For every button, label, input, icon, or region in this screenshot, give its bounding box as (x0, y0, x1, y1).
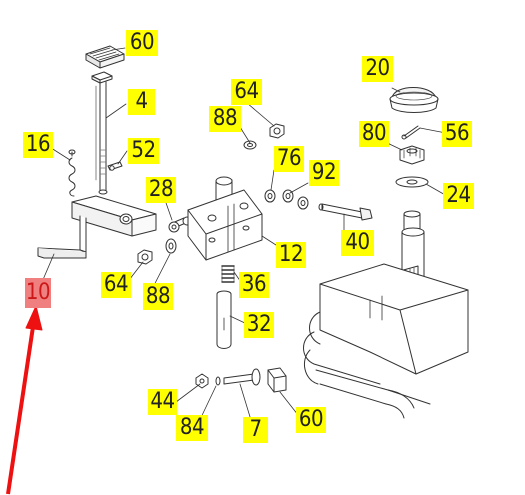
castle-nut-part (399, 145, 425, 165)
top-nut-part (269, 123, 285, 139)
callout-44: 44 (148, 389, 177, 415)
pin-part (107, 161, 123, 171)
top-washer-part (243, 140, 257, 150)
cotter-pin-part (401, 125, 421, 140)
callout-16: 16 (23, 132, 53, 158)
callout-28: 28 (146, 177, 176, 203)
callout-36: 36 (239, 272, 269, 298)
callout-92: 92 (309, 160, 339, 186)
bolt-part (318, 203, 373, 221)
callout-24: 24 (443, 183, 474, 209)
callout-84: 84 (176, 415, 208, 441)
spring-part (68, 149, 76, 197)
callout-40: 40 (341, 230, 374, 256)
washer-part (165, 238, 177, 254)
red-pointer-arrow (6, 305, 43, 495)
housing-part (303, 210, 469, 419)
callout-76: 76 (274, 146, 304, 172)
callout-4: 4 (128, 89, 155, 115)
callout-60-top: 60 (126, 30, 158, 56)
nut-part (137, 249, 153, 265)
callout-12: 12 (276, 242, 306, 268)
pedal-lever-part (35, 195, 157, 297)
callout-52: 52 (128, 138, 159, 164)
callout-64-top: 64 (231, 79, 262, 105)
callout-88-top: 88 (209, 106, 241, 132)
callout-60-bottom: 60 (296, 407, 326, 433)
callout-56: 56 (442, 121, 472, 147)
callout-64-left: 64 (101, 272, 131, 298)
callout-10-highlighted: 10 (25, 278, 51, 308)
callout-88-left: 88 (143, 283, 173, 310)
callout-20: 20 (362, 56, 393, 82)
flat-washer-part (395, 176, 429, 188)
cap-part (389, 87, 439, 113)
callout-32: 32 (244, 312, 274, 338)
locking-pin-part (216, 290, 232, 349)
pedal-rod-part (91, 71, 113, 195)
compression-spring-part (221, 265, 235, 283)
spacer-part (264, 189, 309, 210)
callout-7: 7 (243, 417, 268, 443)
mounting-bracket-part (187, 176, 263, 261)
callout-80: 80 (359, 121, 389, 147)
